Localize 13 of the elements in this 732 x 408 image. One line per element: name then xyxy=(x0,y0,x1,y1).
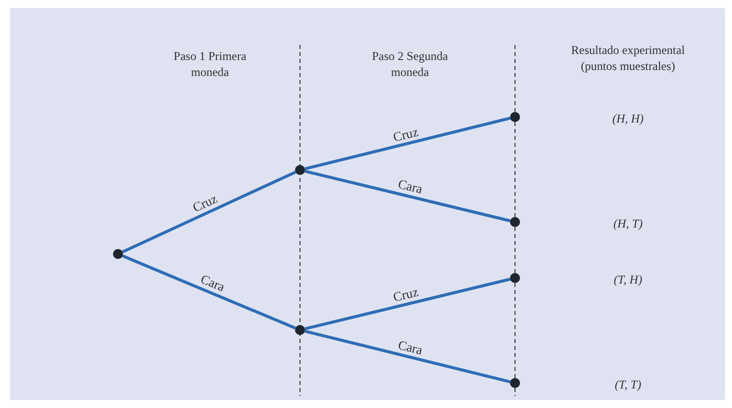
branch-line xyxy=(122,254,296,330)
sample-point-label: (H, H) xyxy=(612,112,644,126)
sample-point-label: (T, T) xyxy=(614,378,642,392)
branch-line xyxy=(304,170,510,222)
sample-point-label: (T, H) xyxy=(614,272,642,288)
column-header: Paso 1 Primera moneda xyxy=(172,48,248,80)
column-header: Paso 2 Segunda moneda xyxy=(371,48,449,80)
branch-line xyxy=(304,330,510,384)
branch-line xyxy=(122,170,296,254)
branch-line xyxy=(304,278,510,330)
sample-point-label: (H, T) xyxy=(613,216,643,232)
column-header: Resultado experimental (puntos muestrales) xyxy=(570,42,686,74)
branch-line xyxy=(304,116,510,170)
